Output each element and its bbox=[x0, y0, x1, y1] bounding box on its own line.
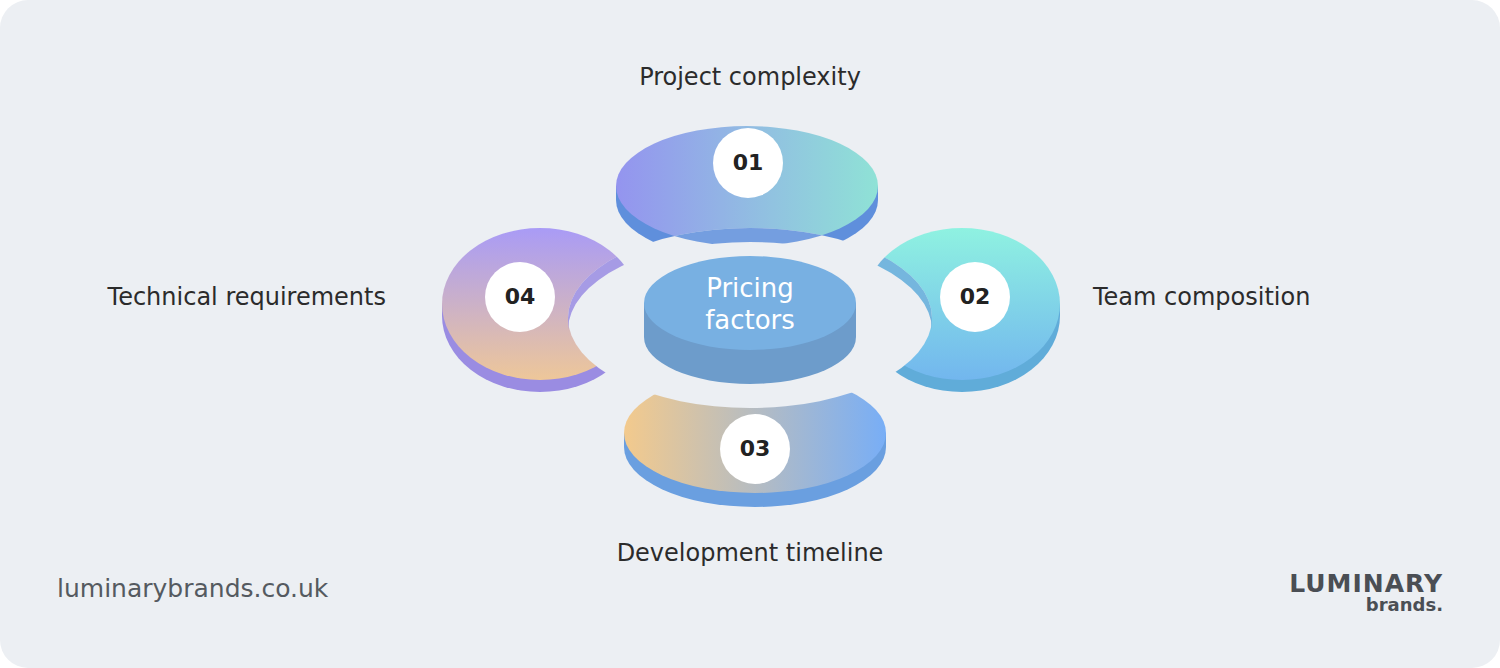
callout-number: 02 bbox=[940, 262, 1010, 332]
number-circle: 04 bbox=[485, 262, 555, 332]
callout-number: 04 bbox=[485, 262, 555, 332]
number-circle: 03 bbox=[720, 414, 790, 484]
ring-segment: Development timeline03 bbox=[618, 368, 893, 513]
logo-subtitle: brands. bbox=[1366, 594, 1443, 615]
ring-segment: Project complexity01 bbox=[610, 120, 890, 270]
center-disc: Pricing factors bbox=[640, 252, 860, 394]
callout-number: 01 bbox=[713, 128, 783, 198]
ring-segment: Team composition02 bbox=[855, 225, 1065, 405]
center-title: Pricing factors bbox=[660, 262, 840, 346]
logo-wordmark: LUMINARY bbox=[1289, 569, 1443, 598]
factor-label: Project complexity bbox=[500, 58, 1000, 96]
ring-segment: Technical requirements04 bbox=[435, 225, 645, 405]
website-url: luminarybrands.co.uk bbox=[57, 574, 328, 603]
number-circle: 01 bbox=[713, 128, 783, 198]
factor-label: Development timeline bbox=[500, 534, 1000, 572]
number-circle: 02 bbox=[940, 262, 1010, 332]
callout-number: 03 bbox=[720, 414, 790, 484]
factor-label: Team composition bbox=[1093, 278, 1433, 316]
factor-label: Technical requirements bbox=[40, 278, 386, 316]
